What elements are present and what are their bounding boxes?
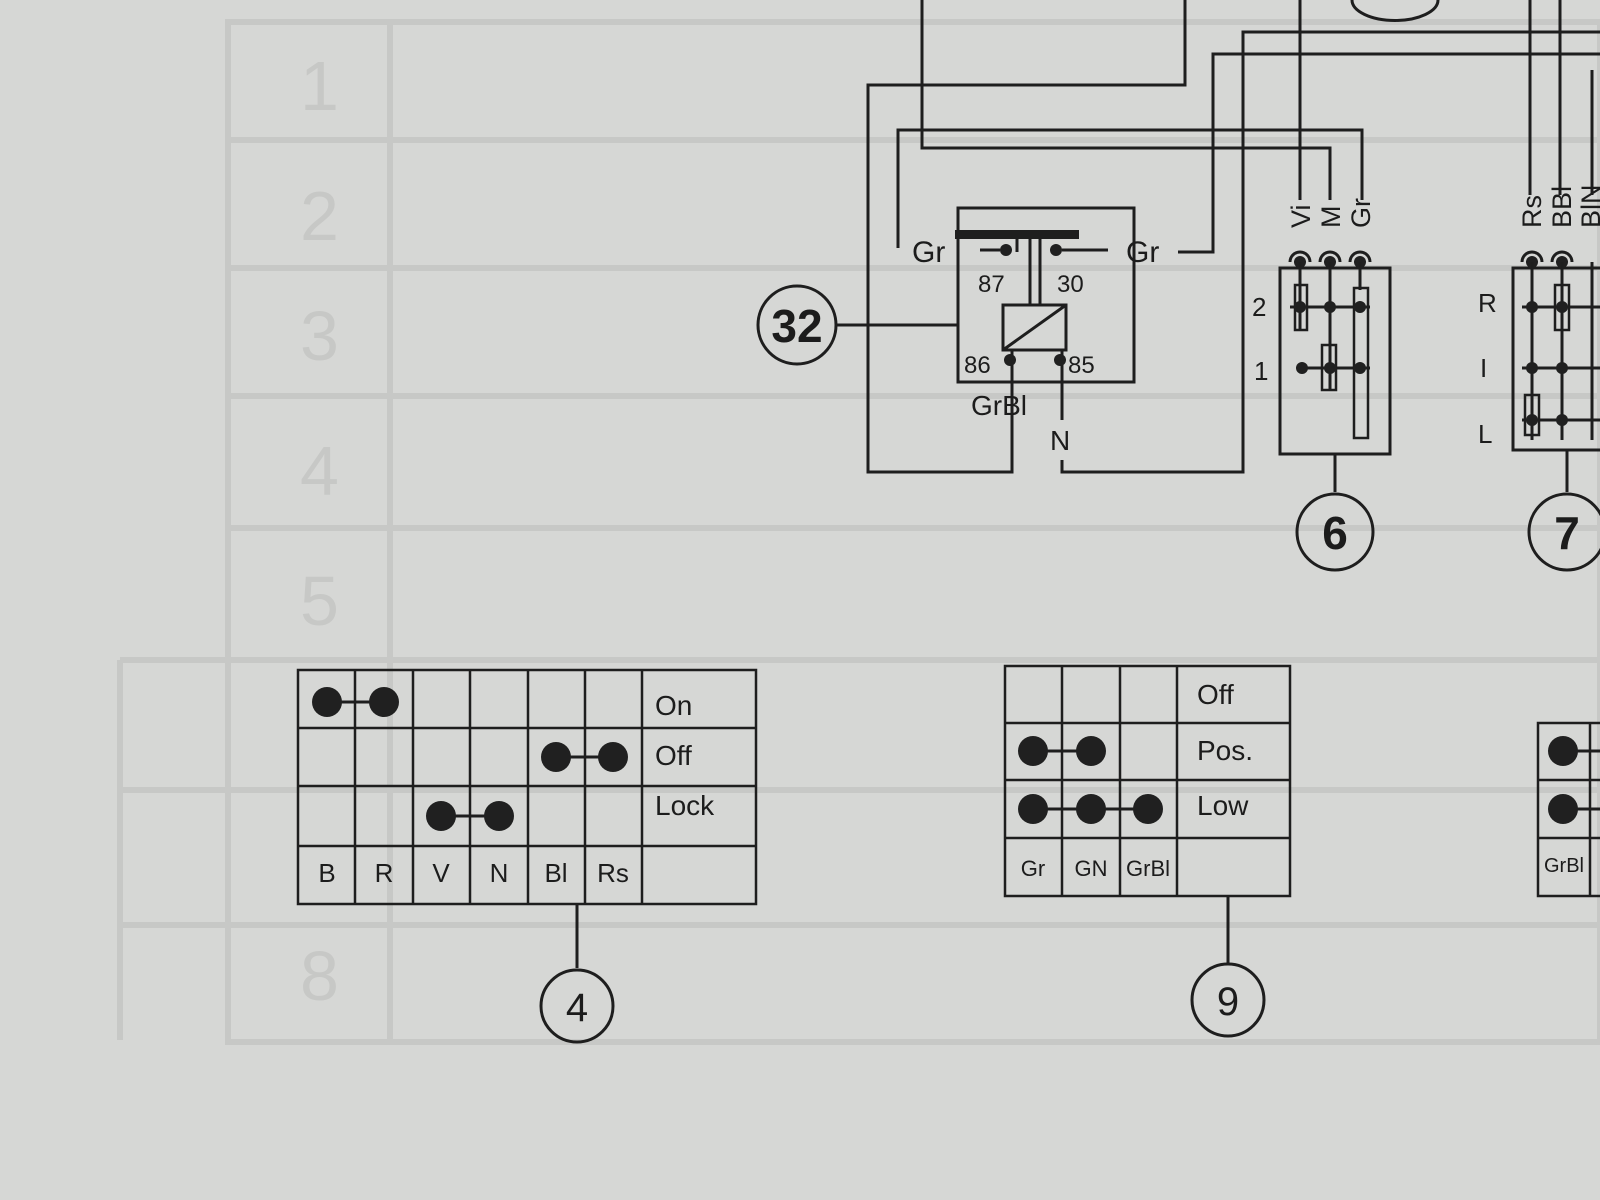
relay-pin-86-label: 86 [964, 352, 991, 379]
table9-row-low: Low [1197, 790, 1249, 821]
background-ghost-table: 1 2 3 4 5 8 [117, 19, 1600, 1045]
switch7-position-r: R [1478, 288, 1497, 318]
switch6-position-1: 1 [1254, 356, 1268, 386]
switch-6: Vi M Gr 2 1 6 [1252, 198, 1392, 572]
table4-row-off: Off [655, 740, 692, 771]
switch-table-partial: GrBl [1536, 721, 1600, 898]
switch-7: Rs BBl BlN R I L 7 [1478, 184, 1600, 572]
switch-table-4: On Off Lock B R V N Bl Rs 4 [296, 668, 758, 1044]
ghost-row-8: 8 [300, 937, 339, 1015]
table4-ref-label: 4 [566, 986, 588, 1030]
table9-row-pos: Pos. [1197, 735, 1253, 766]
ghost-row-4: 4 [300, 432, 339, 510]
relay-pin-87-label: 87 [978, 271, 1005, 298]
switch7-position-i: I [1480, 353, 1487, 383]
relay-wire-right-label: Gr [1126, 236, 1159, 269]
switch6-wire-m: M [1316, 206, 1346, 229]
switch-table-9: Off Pos. Low Gr GN GrBl 9 [1003, 664, 1292, 1038]
switch6-wire-vi: Vi [1286, 204, 1316, 228]
switch7-wire-bbl: BBl [1547, 186, 1577, 228]
relay-32: 32 Gr Gr 87 30 86 85 GrBl N [756, 206, 1159, 456]
ghost-row-2: 2 [300, 177, 339, 255]
table9-col-gn: GN [1075, 856, 1108, 881]
switch6-ref-label: 6 [1322, 507, 1348, 559]
table4-col-rs: Rs [597, 858, 629, 888]
partial-col-grbl: GrBl [1544, 855, 1584, 877]
ghost-row-3: 3 [300, 297, 339, 375]
table4-col-v: V [432, 858, 450, 888]
relay-wire-86-label: GrBl [971, 390, 1027, 421]
table9-row-off: Off [1197, 679, 1234, 710]
switch7-wire-bln: BlN [1576, 184, 1600, 228]
relay-pin-85-label: 85 [1068, 352, 1095, 379]
table4-row-lock: Lock [655, 790, 715, 821]
switch7-position-l: L [1478, 419, 1492, 449]
switch7-wire-rs: Rs [1517, 195, 1547, 228]
relay-wire-left-label: Gr [912, 236, 945, 269]
relay-pin-30-label: 30 [1057, 271, 1084, 298]
switch7-ref-label: 7 [1554, 507, 1580, 559]
table9-ref-label: 9 [1217, 980, 1239, 1024]
table4-col-bl: Bl [544, 858, 567, 888]
table9-col-grbl: GrBl [1126, 856, 1170, 881]
table4-col-n: N [490, 858, 509, 888]
table4-col-b: B [318, 858, 335, 888]
ghost-row-1: 1 [300, 47, 339, 125]
table4-row-on: On [655, 690, 692, 721]
upper-wiring [866, 0, 1600, 474]
switch6-wire-gr: Gr [1346, 198, 1376, 228]
ghost-row-5: 5 [300, 562, 339, 640]
relay-wire-85-label: N [1050, 425, 1070, 456]
relay-ref-label: 32 [771, 300, 822, 352]
table9-col-gr: Gr [1021, 856, 1045, 881]
switch6-position-2: 2 [1252, 292, 1266, 322]
table4-col-r: R [375, 858, 394, 888]
